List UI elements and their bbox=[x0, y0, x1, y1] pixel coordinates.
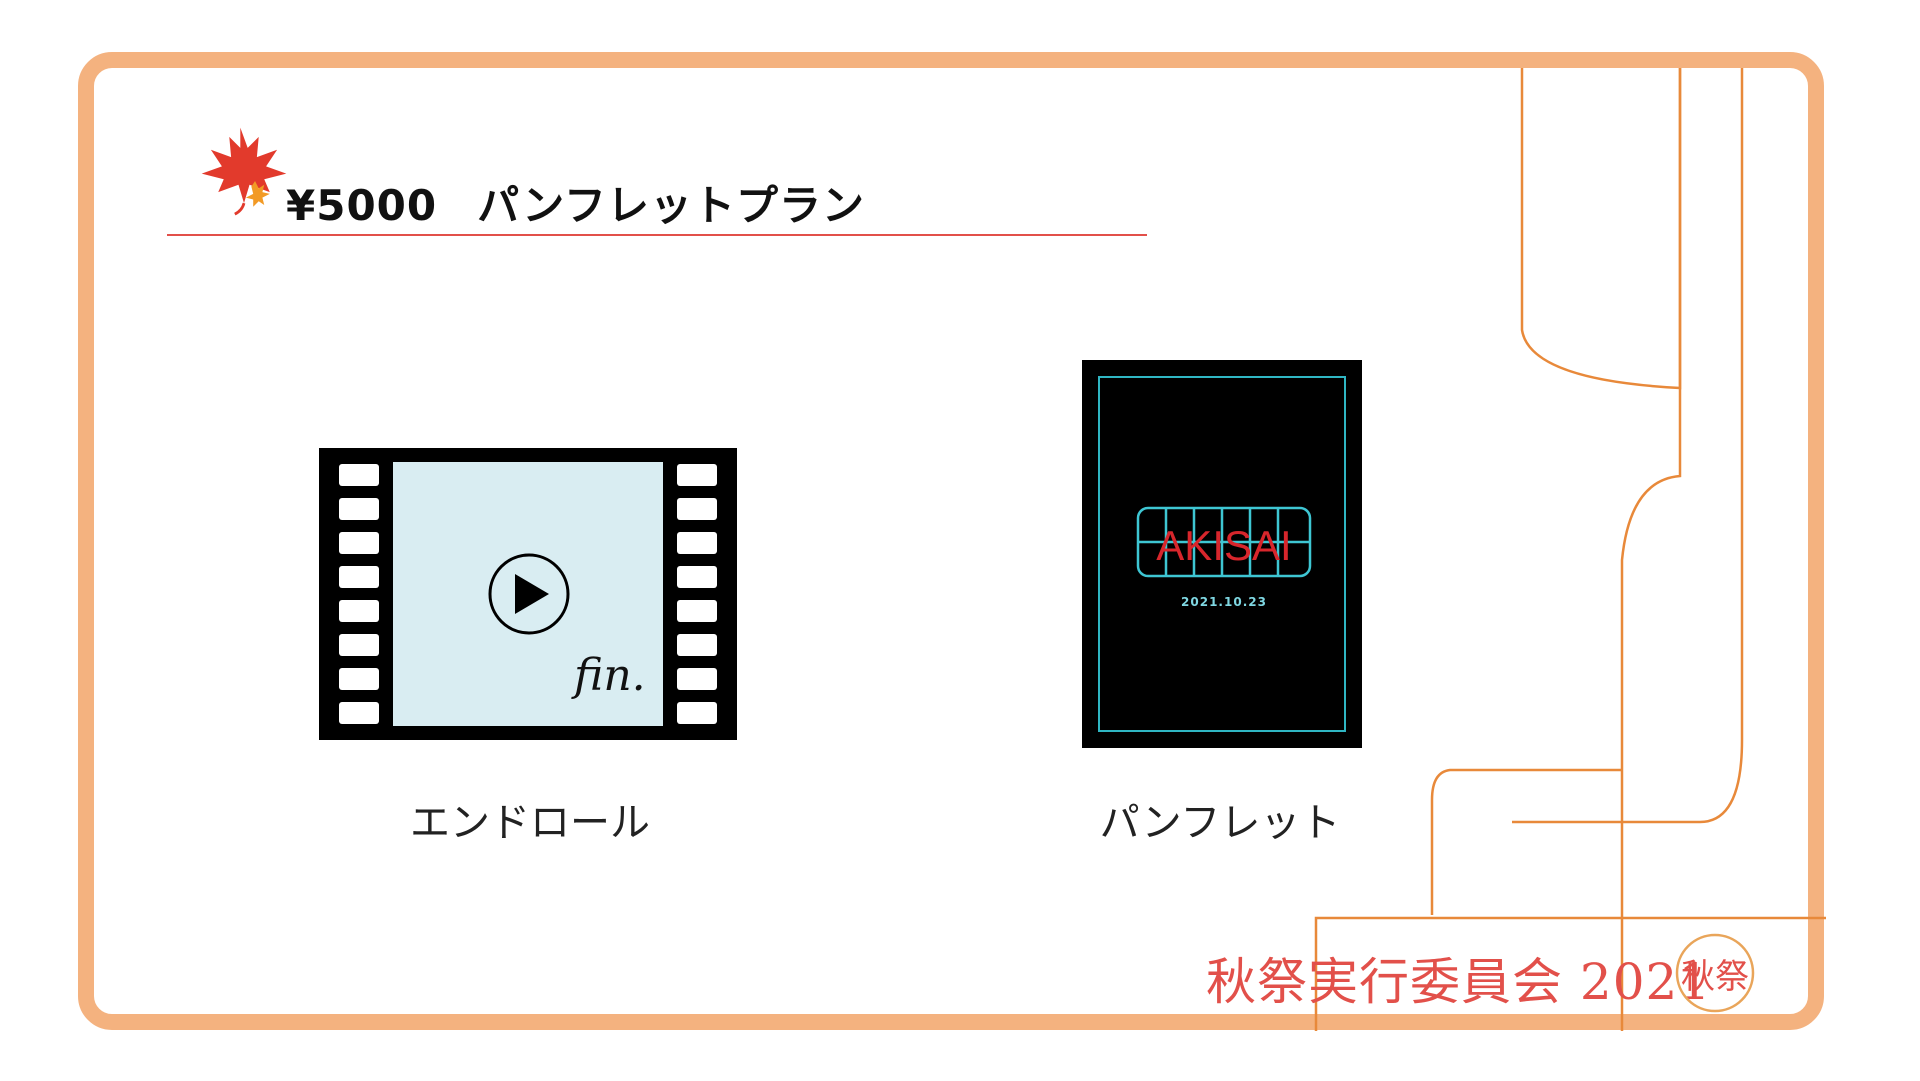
plan-title: ¥5000 パンフレットプラン bbox=[286, 172, 865, 230]
pamphlet-cover[interactable]: AKISAI 2021.10.23 bbox=[1082, 360, 1362, 748]
pamphlet-cover-date: 2021.10.23 bbox=[1181, 595, 1267, 609]
play-icon bbox=[488, 553, 570, 635]
film-strip-play-icon[interactable]: fin. bbox=[319, 448, 737, 740]
pamphlet-label: パンフレット bbox=[1099, 800, 1341, 846]
plan-price: ¥5000 bbox=[286, 181, 438, 230]
seal-stamp-icon: 秋祭 bbox=[1675, 933, 1755, 1013]
maple-leaf-icon bbox=[201, 127, 287, 216]
seal-text: 秋祭 bbox=[1681, 957, 1749, 997]
pamphlet-cover-title: AKISAI bbox=[1156, 522, 1291, 569]
organizer-text: 秋祭実行委員会 2021 bbox=[1206, 953, 1712, 1011]
pamphlet-cover-frame bbox=[1098, 376, 1346, 732]
fin-text: fin. bbox=[571, 650, 646, 701]
title-underline bbox=[167, 234, 1147, 236]
endroll-label: エンドロール bbox=[410, 800, 650, 846]
plan-name: パンフレットプラン bbox=[477, 181, 865, 230]
